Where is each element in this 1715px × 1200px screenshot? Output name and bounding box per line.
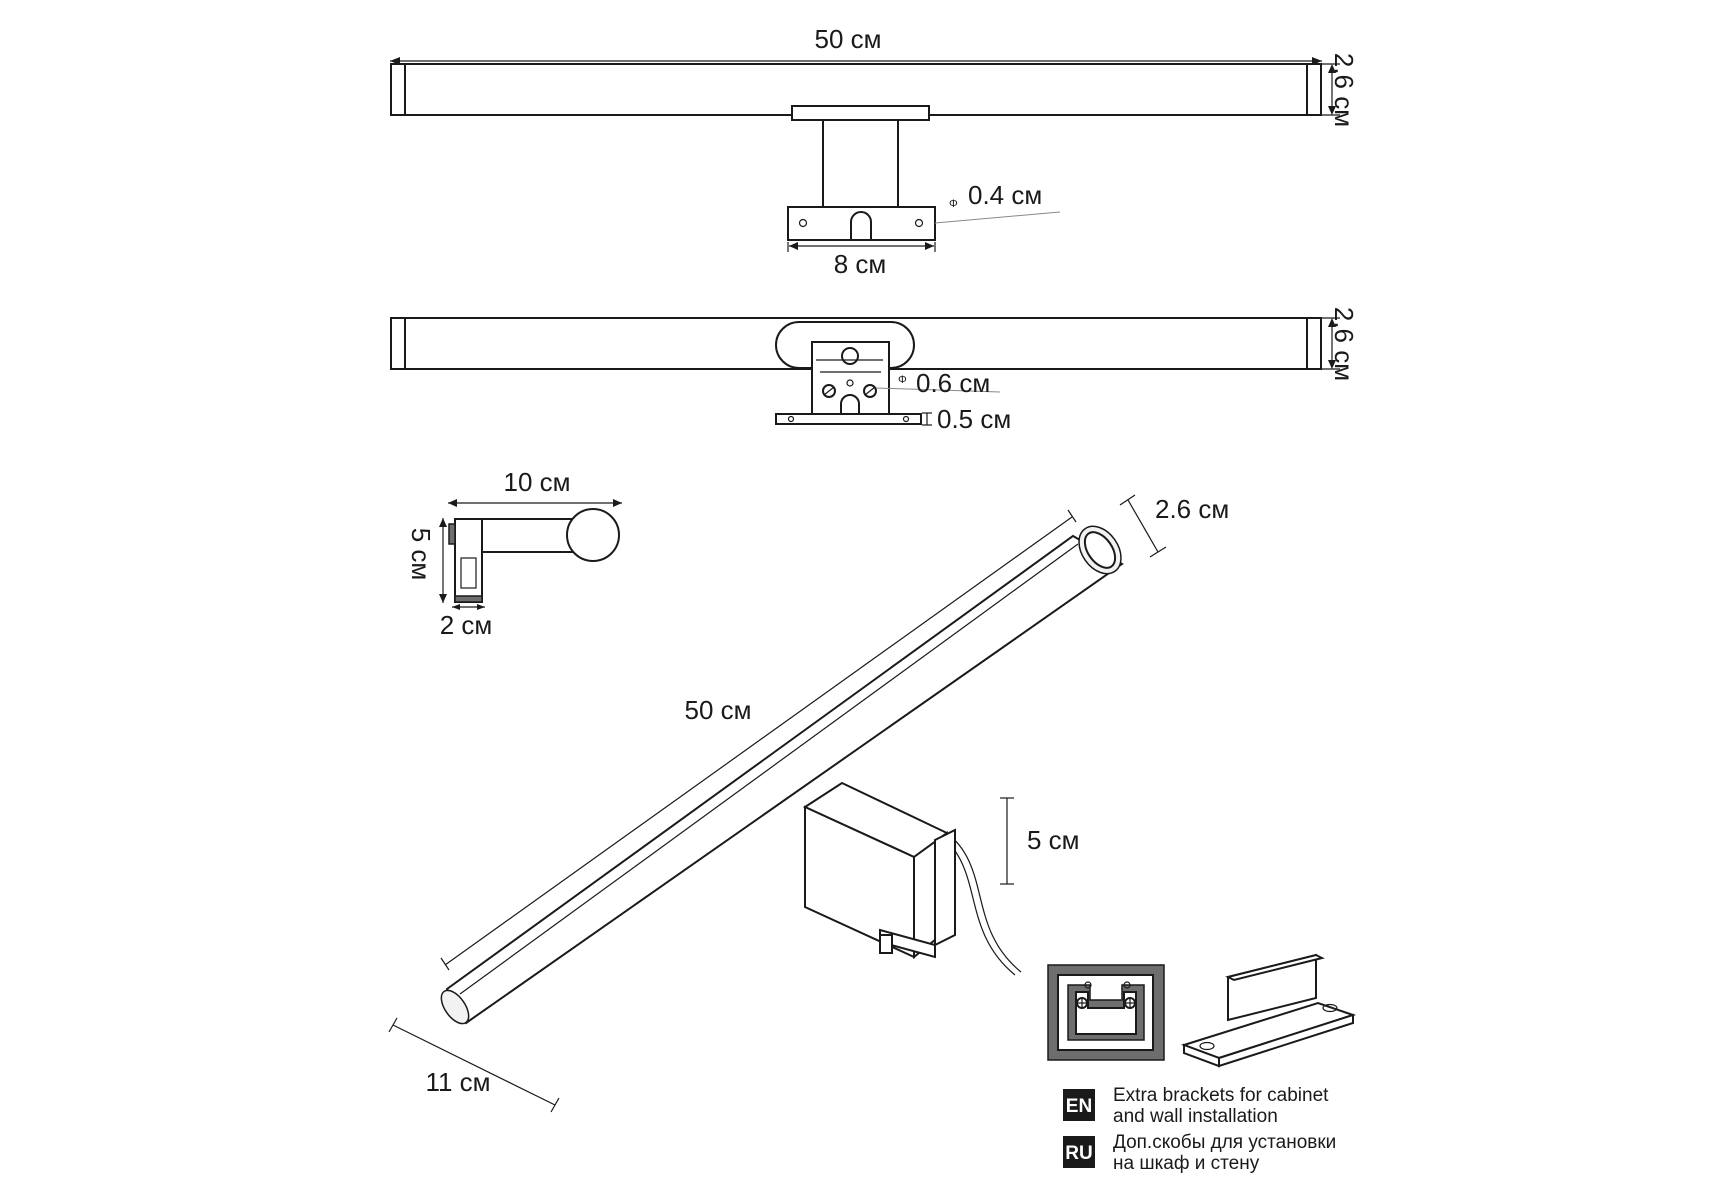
front-bracket-stem xyxy=(822,119,899,208)
lang-badge-ru xyxy=(1063,1136,1095,1168)
front-left-endcap xyxy=(390,63,406,116)
note-en-line1: Extra brackets for cabinet xyxy=(1113,1085,1329,1106)
accessory-note-ru: RU Доп.скобы для установки на шкаф и сте… xyxy=(1063,1132,1336,1174)
top-hole-symbol: Φ xyxy=(898,374,907,386)
perspective-bracket xyxy=(802,781,956,960)
cabinet-bracket xyxy=(1047,964,1165,1061)
top-screw-right xyxy=(863,384,877,398)
top-base-plate xyxy=(775,413,922,425)
top-thickness-label: 0.5 см xyxy=(937,404,1011,434)
side-depth-label: 10 см xyxy=(503,467,570,497)
lang-badge-en-text: EN xyxy=(1066,1096,1092,1117)
front-hole-label: 0.4 см xyxy=(968,180,1042,210)
note-ru-line1: Доп.скобы для установки xyxy=(1113,1132,1336,1153)
side-lamp-section xyxy=(566,508,620,562)
note-ru-line2: на шкаф и стену xyxy=(1113,1153,1260,1174)
front-hole-symbol: Φ xyxy=(949,198,958,210)
top-mounting-plate xyxy=(811,341,890,415)
front-right-endcap xyxy=(1306,63,1322,116)
top-view: 2.6 см Φ 0.6 см 0.5 см xyxy=(390,307,1359,434)
wall-bracket xyxy=(1180,953,1357,1068)
side-clip xyxy=(454,518,483,603)
accessory-note-en: EN Extra brackets for cabinet and wall i… xyxy=(1063,1085,1329,1127)
perspective-end-cap xyxy=(440,989,470,1025)
side-width-label: 2 см xyxy=(440,610,493,640)
note-en-line2: and wall installation xyxy=(1113,1106,1278,1127)
perspective-height-label: 5 см xyxy=(1027,825,1080,855)
front-mounting-slot xyxy=(850,211,872,240)
side-height-label: 5 см xyxy=(406,528,436,581)
front-bracket-cap xyxy=(791,105,930,121)
top-right-endcap xyxy=(1306,317,1322,370)
front-diameter-label: 2.6 см xyxy=(1329,53,1359,127)
top-hole-label: 0.6 см xyxy=(916,368,990,398)
front-view: 50 см 2.6 см Φ 0.4 см 8 см xyxy=(390,24,1359,279)
top-screw-left xyxy=(822,384,836,398)
perspective-view: 50 см 2.6 см 5 см 11 см xyxy=(388,494,1229,1113)
lang-badge-en xyxy=(1063,1089,1095,1121)
front-length-label: 50 см xyxy=(814,24,881,54)
top-mounting-slot xyxy=(840,394,860,424)
side-view: 10 см 5 см 2 см xyxy=(406,467,622,640)
top-diameter-label: 2.6 см xyxy=(1329,307,1359,381)
perspective-length-label: 50 см xyxy=(684,695,751,725)
perspective-lamp-tube xyxy=(440,525,1124,1025)
lang-badge-ru-text: RU xyxy=(1065,1143,1092,1164)
front-base-width-label: 8 см xyxy=(834,249,887,279)
perspective-diameter-label: 2.6 см xyxy=(1155,494,1229,524)
extra-brackets-illustration xyxy=(1047,953,1357,1068)
top-left-endcap xyxy=(390,317,406,370)
perspective-depth-label: 11 см xyxy=(425,1067,490,1097)
